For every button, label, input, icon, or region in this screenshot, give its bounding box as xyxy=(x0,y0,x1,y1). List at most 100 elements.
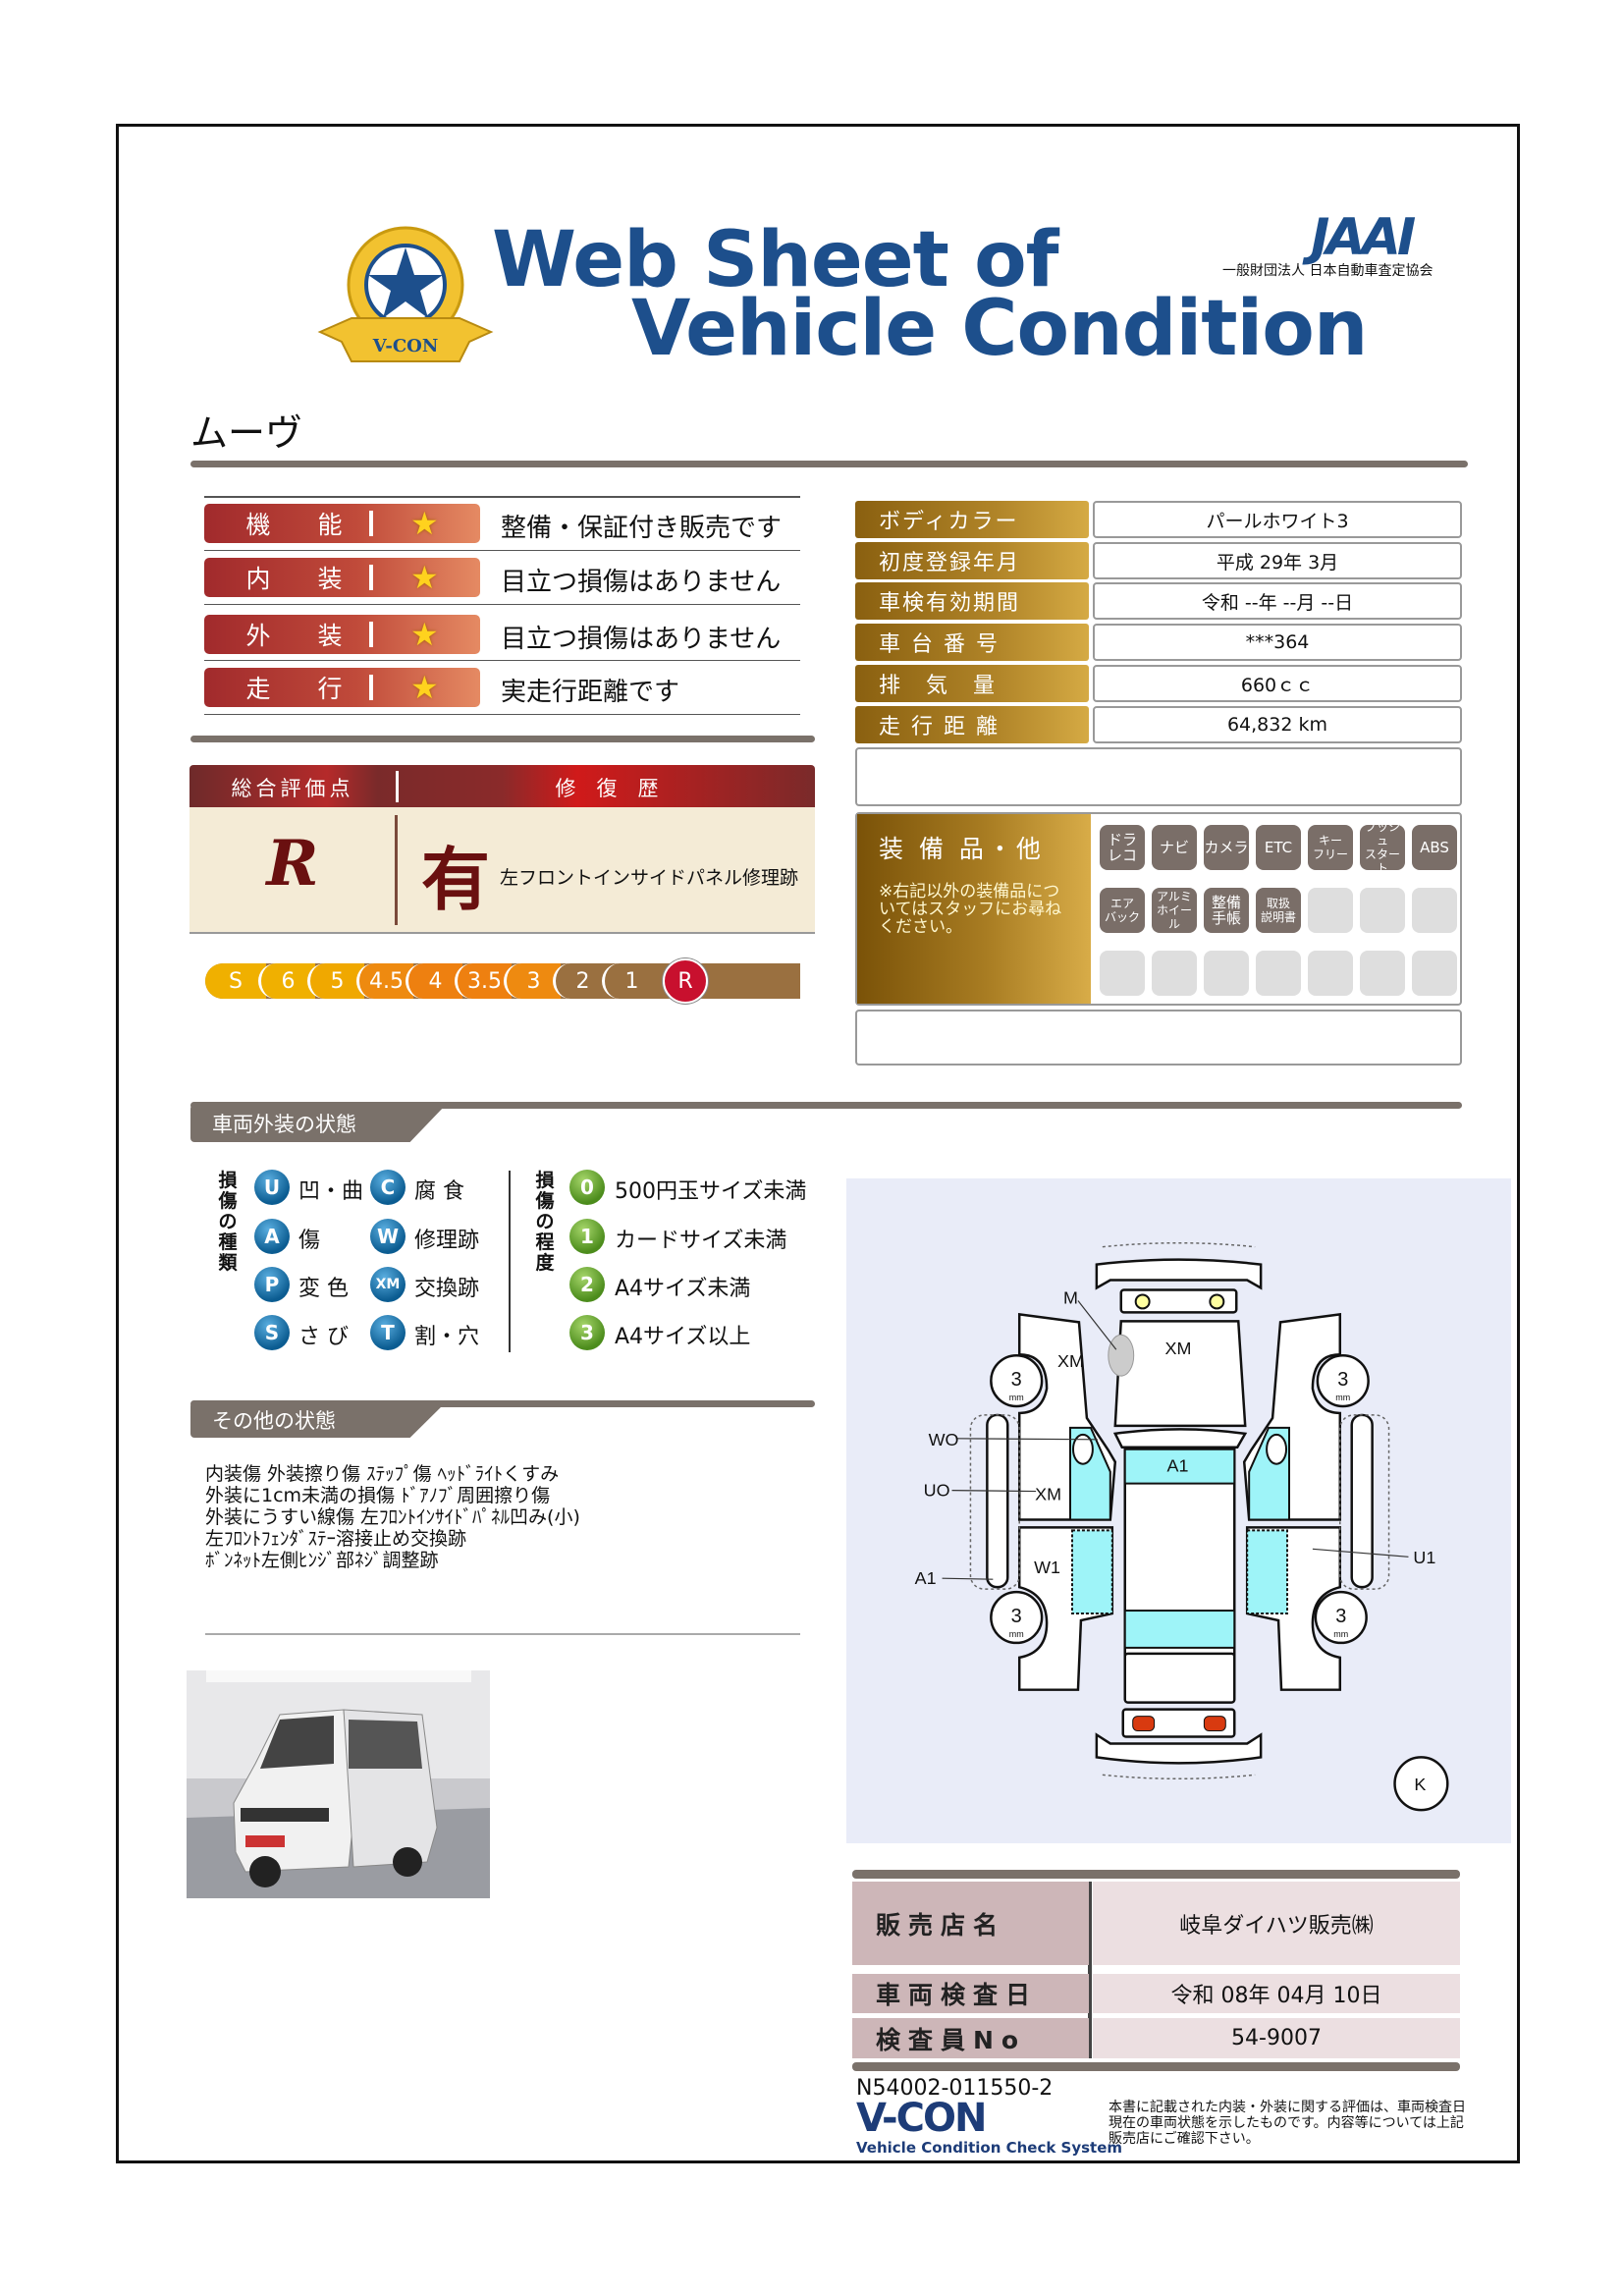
damage-degree-1-icon: 1 xyxy=(569,1219,605,1254)
jaai-logo: JAAI xyxy=(1311,208,1416,267)
star-icon: ★ xyxy=(410,505,439,542)
rating-label: 外装★ xyxy=(204,615,480,654)
damage-type-T-icon: T xyxy=(370,1315,406,1350)
repair-value: 有 xyxy=(421,839,490,920)
equipment-item: アルミ ホイール xyxy=(1152,888,1197,933)
divider xyxy=(204,604,800,605)
rating-label: 走行★ xyxy=(204,668,480,707)
separator xyxy=(1088,1882,1092,2058)
divider xyxy=(204,496,800,498)
spec-value: ***364 xyxy=(1093,624,1462,661)
mark-a1-side: A1 xyxy=(915,1568,937,1588)
equipment-note: ※右記以外の装備品についてはスタッフにお尋ねください。 xyxy=(879,882,1062,937)
tire-depth: 3 xyxy=(1011,1369,1022,1391)
separator xyxy=(369,511,373,536)
title-line1: Web Sheet of xyxy=(492,216,1059,304)
rating-label: 機能★ xyxy=(204,504,480,543)
equipment-item: ドラ レコ xyxy=(1100,825,1145,870)
vcon-badge-logo: V-CON xyxy=(317,226,494,362)
equipment-empty-slot xyxy=(1308,951,1353,996)
equipment-item: 取扱 説明書 xyxy=(1256,888,1301,933)
score-header-label: 総合評価点 xyxy=(231,777,354,800)
other-condition-line: 内装傷 外装擦り傷 ｽﾃｯﾌﾟ傷 ﾍｯﾄﾞﾗｲﾄくすみ xyxy=(205,1463,560,1485)
grade-3.5: 3.5 xyxy=(455,963,512,999)
dealer-value: 令和 08年 04月 10日 xyxy=(1093,1974,1460,2013)
damage-degree-text: カードサイズ未満 xyxy=(615,1229,787,1253)
mark-wo: WO xyxy=(929,1430,959,1449)
blank-box xyxy=(855,1010,1462,1066)
tire-depth-unit: mm xyxy=(1009,1393,1024,1402)
divider xyxy=(204,660,800,661)
equipment-item: ナビ xyxy=(1152,825,1197,870)
repair-header-label: 修 復 歴 xyxy=(555,777,659,800)
damage-type-text: さ び xyxy=(298,1325,349,1349)
grade-R: R xyxy=(663,958,708,1004)
divider xyxy=(852,1870,1460,1879)
equipment-item: ETC xyxy=(1256,825,1301,870)
damage-degree-label: 損傷の程度 xyxy=(535,1170,555,1274)
separator xyxy=(369,622,373,647)
equipment-empty-slot xyxy=(1256,951,1301,996)
grade-4.5: 4.5 xyxy=(356,963,413,999)
divider xyxy=(205,1633,800,1635)
damage-degree-3-icon: 3 xyxy=(569,1315,605,1350)
spec-label: 走 行 距 離 xyxy=(855,706,1089,743)
damage-type-label: 損傷の種類 xyxy=(218,1170,238,1274)
mark-w1: W1 xyxy=(1034,1558,1060,1577)
damage-type-S-icon: S xyxy=(254,1315,290,1350)
spec-value: 660ｃｃ xyxy=(1093,665,1462,702)
equipment-empty-slot xyxy=(1412,951,1457,996)
spec-label: 車 台 番 号 xyxy=(855,624,1089,661)
separator xyxy=(395,815,398,925)
svg-text:V-CON: V-CON xyxy=(372,336,439,356)
damage-degree-text: 500円玉サイズ未満 xyxy=(615,1179,807,1204)
equipment-empty-slot xyxy=(1412,888,1457,933)
equipment-item: キー フリー xyxy=(1308,825,1353,870)
spec-value: 令和 --年 --月 --日 xyxy=(1093,582,1462,620)
separator xyxy=(396,771,399,802)
dealer-label: 販売店名 xyxy=(852,1882,1089,1965)
tire-depth: 3 xyxy=(1335,1606,1346,1627)
hatched-repair-area xyxy=(1108,1334,1135,1377)
damage-type-P-icon: P xyxy=(254,1267,290,1302)
grade-5: 5 xyxy=(307,963,364,999)
equipment-empty-slot xyxy=(1360,888,1405,933)
damage-diagram: M XM XM WO UO XM W1 A1 A1 U1 K 3mm3mm3mm… xyxy=(846,1178,1511,1843)
mark-hood: XM xyxy=(1165,1339,1192,1358)
rating-text: 目立つ損傷はありません xyxy=(501,568,782,597)
vehicle-photo xyxy=(187,1670,490,1898)
front-bumper xyxy=(1095,1258,1263,1290)
damage-type-text: 傷 xyxy=(298,1229,321,1253)
spec-value: 64,832 km xyxy=(1093,706,1462,743)
rating-label: 内装★ xyxy=(204,558,480,597)
equipment-item: プッシュ スタート xyxy=(1360,820,1405,875)
grade-1: 1 xyxy=(602,963,659,999)
damage-type-W-icon: W xyxy=(370,1219,406,1254)
damage-degree-2-icon: 2 xyxy=(569,1267,605,1302)
mark-u1: U1 xyxy=(1413,1548,1435,1567)
divider xyxy=(190,1400,815,1407)
dealer-value: 54-9007 xyxy=(1093,2018,1460,2058)
damage-type-XM-icon: XM xyxy=(370,1267,406,1302)
separator xyxy=(369,675,373,700)
other-condition-line: 外装に1cm未満の損傷 ﾄﾞｱﾉﾌﾞ周囲擦り傷 xyxy=(205,1485,551,1506)
damage-degree-text: A4サイズ未満 xyxy=(615,1277,751,1301)
damage-type-text: 腐 食 xyxy=(414,1179,464,1204)
equipment-item: カメラ xyxy=(1204,825,1249,870)
org-name: 一般財団法人 日本自動車査定協会 xyxy=(1222,263,1434,279)
damage-type-text: 交換跡 xyxy=(414,1277,480,1301)
disclaimer: 本書に記載された内装・外装に関する評価は、車両検査日現在の車両状態を示したもので… xyxy=(1109,2100,1466,2147)
equipment-item: ABS xyxy=(1412,825,1457,870)
grade-6: 6 xyxy=(258,963,315,999)
spec-value: パールホワイト3 xyxy=(1093,501,1462,538)
spec-value: 平成 29年 3月 xyxy=(1093,542,1462,579)
equipment-empty-slot xyxy=(1308,888,1353,933)
dealer-label: 車両検査日 xyxy=(852,1974,1089,2013)
other-condition-line: 外装にうすい線傷 左ﾌﾛﾝﾄｲﾝｻｲﾄﾞﾊﾟﾈﾙ凹み(小) xyxy=(205,1506,580,1528)
rating-label-char: 能 xyxy=(317,511,343,539)
damage-type-text: 凹・曲 xyxy=(298,1179,364,1204)
equipment-box: 装 備 品・他 ※右記以外の装備品についてはスタッフにお尋ねください。 ドラ レ… xyxy=(855,812,1462,1006)
exterior-section-header: 車両外装の状態 xyxy=(190,1105,446,1142)
equipment-empty-slot xyxy=(1152,951,1197,996)
tire-depth-unit: mm xyxy=(1333,1629,1348,1639)
